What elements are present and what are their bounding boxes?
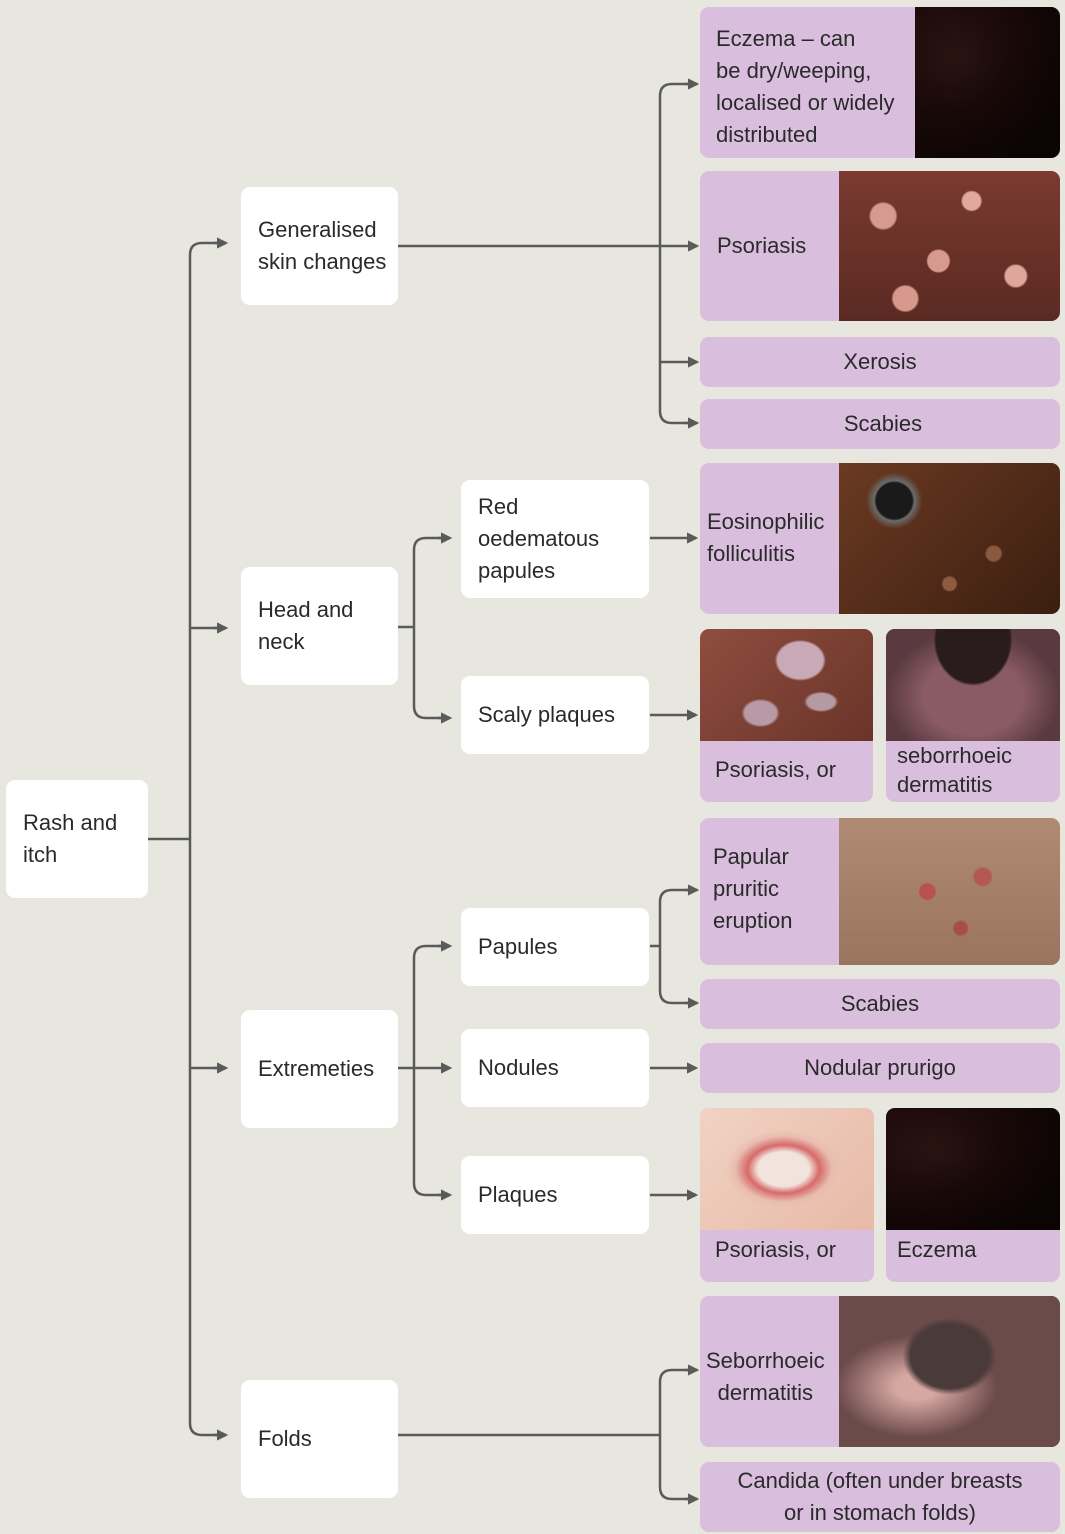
outcome-label: Nodular prurigo bbox=[804, 1052, 956, 1084]
root-node: Rash and itch bbox=[6, 780, 148, 898]
category-generalised: Generalised skin changes bbox=[241, 187, 398, 305]
outcome-xerosis: Xerosis bbox=[700, 337, 1060, 387]
outcome-psoriasis: Psoriasis bbox=[700, 171, 1060, 321]
category-folds: Folds bbox=[241, 1380, 398, 1498]
subcategory-label: Papules bbox=[478, 931, 558, 963]
folliculitis-photo bbox=[839, 463, 1060, 614]
subcategory-nodules: Nodules bbox=[461, 1029, 649, 1107]
category-label: Extremeties bbox=[258, 1053, 374, 1085]
outcome-label: Psoriasis, or bbox=[715, 754, 836, 786]
subcategory-plaques: Plaques bbox=[461, 1156, 649, 1234]
eczema-photo bbox=[886, 1108, 1060, 1230]
outcome-label: Eczema – can be dry/weeping, localised o… bbox=[716, 23, 895, 151]
outcome-label: Eczema bbox=[897, 1234, 976, 1266]
subcategory-label: Plaques bbox=[478, 1179, 558, 1211]
subcategory-scaly-plaques: Scaly plaques bbox=[461, 676, 649, 754]
outcome-label: Scabies bbox=[838, 408, 922, 440]
outcome-psoriasis-extremeties: Psoriasis, or bbox=[700, 1108, 874, 1282]
outcome-label: Eosinophilic folliculitis bbox=[707, 506, 824, 570]
outcome-label: Seborrhoeic dermatitis bbox=[706, 1345, 825, 1409]
eczema-photo bbox=[915, 7, 1060, 158]
scalp-ear-photo bbox=[839, 1296, 1060, 1447]
outcome-papular-pruritic: Papular pruritic eruption bbox=[700, 818, 1060, 965]
root-label: Rash and itch bbox=[23, 807, 117, 871]
outcome-seborrhoeic-head: seborrhoeic dermatitis bbox=[886, 629, 1060, 802]
forehead-photo bbox=[886, 629, 1060, 741]
subcategory-label: Scaly plaques bbox=[478, 699, 615, 731]
outcome-label: Scabies bbox=[841, 988, 919, 1020]
outcome-eczema: Eczema – can be dry/weeping, localised o… bbox=[700, 7, 1060, 158]
outcome-label: Psoriasis, or bbox=[715, 1234, 836, 1266]
category-head-neck: Head and neck bbox=[241, 567, 398, 685]
outcome-label: Papular pruritic eruption bbox=[713, 841, 793, 937]
outcome-scabies-extremeties: Scabies bbox=[700, 979, 1060, 1029]
outcome-scabies: Scabies bbox=[700, 399, 1060, 449]
subcategory-papules: Papules bbox=[461, 908, 649, 986]
neck-papules-photo bbox=[839, 818, 1060, 965]
category-label: Head and neck bbox=[258, 594, 353, 658]
outcome-candida: Candida (often under breasts or in stoma… bbox=[700, 1462, 1060, 1532]
outcome-eosinophilic-folliculitis: Eosinophilic folliculitis bbox=[700, 463, 1060, 614]
outcome-label: Xerosis bbox=[843, 346, 916, 378]
outcome-label: Psoriasis bbox=[717, 230, 806, 262]
scaly-plaque-photo bbox=[700, 629, 873, 741]
subcategory-label: Nodules bbox=[478, 1052, 559, 1084]
category-extremeties: Extremeties bbox=[241, 1010, 398, 1128]
outcome-nodular-prurigo: Nodular prurigo bbox=[700, 1043, 1060, 1093]
outcome-eczema-extremeties: Eczema bbox=[886, 1108, 1060, 1282]
subcategory-label: Red oedematous papules bbox=[478, 491, 599, 587]
category-label: Folds bbox=[258, 1423, 312, 1455]
outcome-psoriasis-head: Psoriasis, or bbox=[700, 629, 873, 802]
outcome-seborrhoeic-folds: Seborrhoeic dermatitis bbox=[700, 1296, 1060, 1447]
psoriasis-photo bbox=[839, 171, 1060, 321]
subcategory-red-papules: Red oedematous papules bbox=[461, 480, 649, 598]
category-label: Generalised skin changes bbox=[258, 214, 386, 278]
outcome-label: seborrhoeic dermatitis bbox=[897, 741, 1012, 799]
outcome-label: Candida (often under breasts or in stoma… bbox=[738, 1465, 1023, 1529]
plaque-photo bbox=[700, 1108, 874, 1230]
